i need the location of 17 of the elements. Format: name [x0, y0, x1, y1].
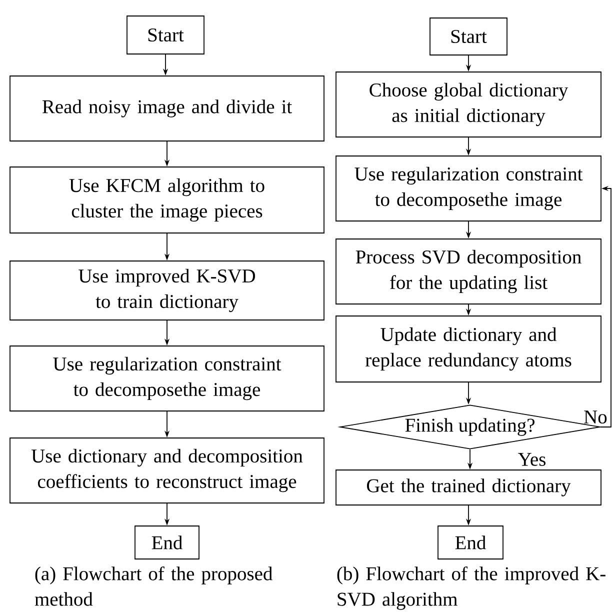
process-box: Update dictionary and replace redundancy atoms [336, 316, 602, 382]
terminal-box: Start [126, 16, 204, 54]
process-box: Use regularization constraint to decomposethe image [336, 156, 602, 222]
process-box: Use improved K-SVD to train dictionary [10, 260, 324, 320]
process-box: Get the trained dictionary [336, 470, 602, 506]
terminal-box: Start [430, 18, 508, 56]
caption: (b) Flowchart of the improved K-SVD algorithm [337, 566, 606, 610]
edge-label: Yes [516, 452, 548, 467]
process-box: Use KFCM algorithm to cluster the image pieces [10, 166, 324, 234]
process-box: Read noisy image and divide it [10, 76, 324, 142]
process-box: Use regularization constraint to decomposethe image [10, 346, 324, 412]
process-box: Process SVD decomposition for the updating list [336, 238, 602, 304]
caption: (a) Flowchart of the proposed method [34, 566, 272, 606]
terminal-box: End [438, 526, 504, 560]
process-box: Choose global dictionary as initial dictionary [336, 72, 602, 138]
terminal-box: End [134, 526, 200, 560]
process-box: Use dictionary and decomposition coefficients to reconstruct image [10, 438, 324, 504]
